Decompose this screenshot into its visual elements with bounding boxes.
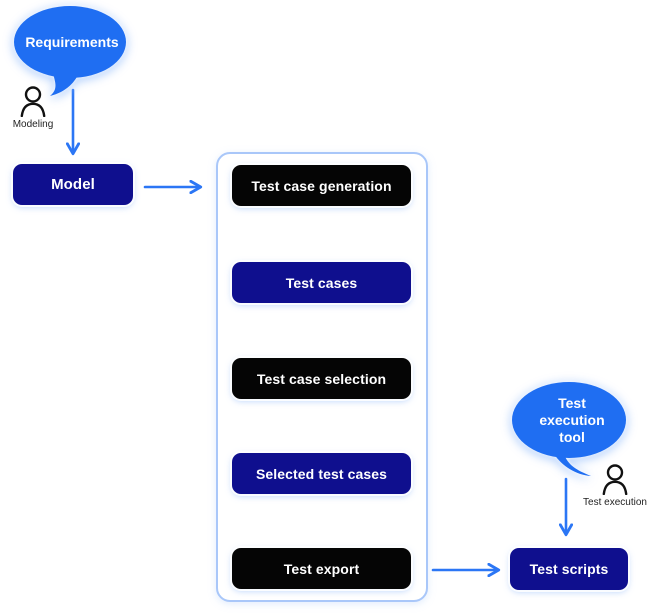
person-icon xyxy=(602,464,628,495)
modeling-actor-label: Modeling xyxy=(12,119,54,130)
person-icon xyxy=(20,86,46,117)
requirements-speech-bubble: Requirements xyxy=(8,2,136,104)
model-node: Model xyxy=(13,164,133,205)
test-execution-actor: Test execution xyxy=(577,464,650,508)
node-test-cases: Test cases xyxy=(232,262,411,303)
test-toolchain-container: Test case generation Test cases Test cas… xyxy=(216,152,428,602)
test-scripts-node: Test scripts xyxy=(510,548,628,590)
node-test-case-selection: Test case selection xyxy=(232,358,411,399)
speech-bubble-shape xyxy=(14,6,126,96)
execution-tool-speech-bubble: Test execution tool xyxy=(506,380,638,482)
test-execution-actor-label: Test execution xyxy=(583,497,647,508)
node-test-export: Test export xyxy=(232,548,411,589)
node-selected-test-cases: Selected test cases xyxy=(232,453,411,494)
execution-tool-bubble-label: Test execution tool xyxy=(539,395,605,445)
node-test-case-generation: Test case generation xyxy=(232,165,411,206)
requirements-bubble-label: Requirements xyxy=(25,34,119,50)
speech-bubble-shape xyxy=(512,382,626,476)
modeling-actor: Modeling xyxy=(5,86,61,130)
